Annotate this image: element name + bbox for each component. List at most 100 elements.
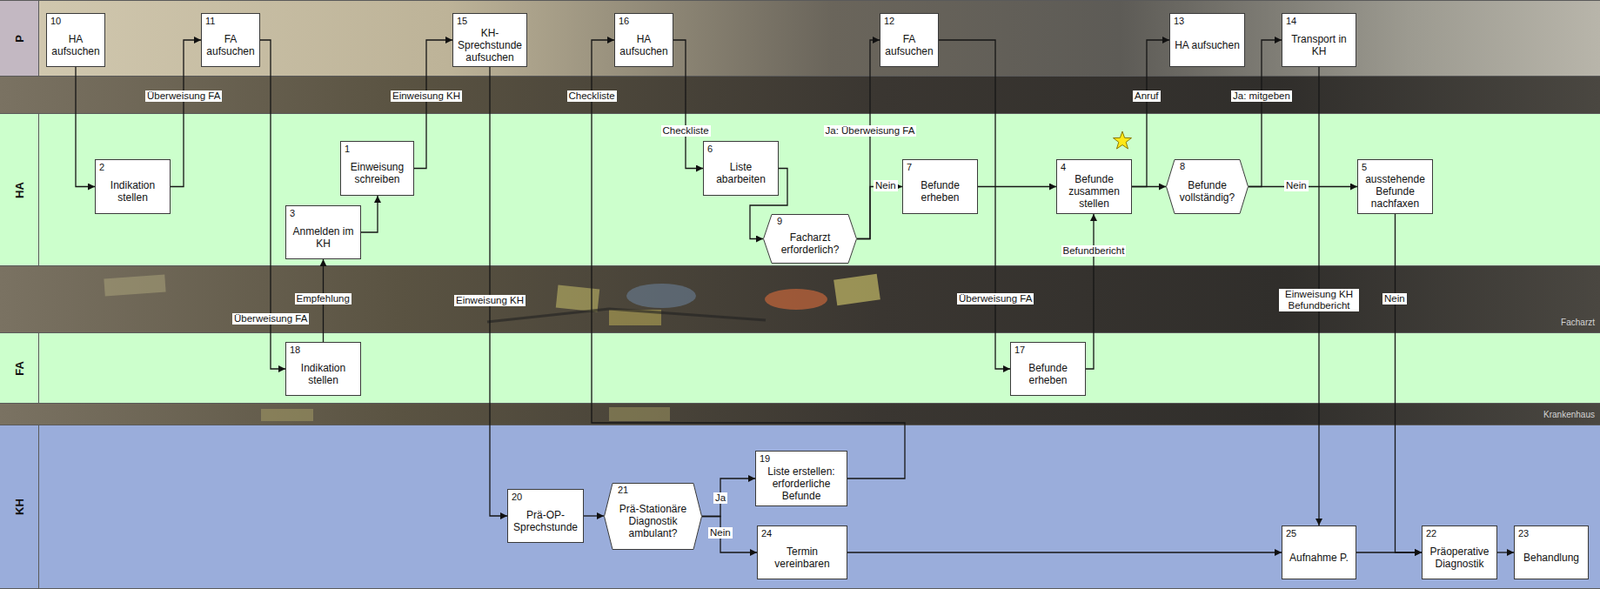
connector	[583, 515, 604, 516]
step-text: FA aufsuchen	[205, 33, 256, 58]
decision-hexagon: 9Facharzt erforderlich?	[763, 214, 857, 264]
process-box: 23Behandlung	[1513, 525, 1589, 580]
step-number: 2	[99, 161, 167, 173]
step-text: HA aufsuchen	[618, 33, 670, 58]
edge-label-holder: Ja	[713, 492, 728, 504]
step-text: ausstehende Befunde nachfaxen	[1361, 173, 1429, 210]
edge-label-holder: Ja: Überweisung FA	[823, 125, 918, 137]
process-box: 16 HA aufsuchen	[614, 13, 674, 67]
step-text: Termin vereinbaren	[761, 545, 844, 570]
swimlane: HA2Indikation stellen1Einweisung schreib…	[0, 113, 1600, 267]
step-number: 15	[456, 15, 523, 27]
edge-label: Überweisung FA	[145, 90, 222, 102]
connector	[977, 186, 1057, 188]
step-text: KH-Sprechstunde aufsuchen	[456, 26, 523, 64]
step-text: Indikation stellen	[289, 361, 357, 387]
edge-label-holder: Empfehlung	[294, 293, 352, 305]
step-number: 18	[289, 344, 357, 355]
step-text: Einweisung schreiben	[344, 160, 410, 186]
edge-label: Einweisung KH Befundbericht	[1278, 288, 1359, 312]
step-text: Befunde erheben	[1014, 361, 1082, 387]
step-text: Anmelden im KH	[289, 225, 357, 250]
process-box: 14Transport in KH	[1281, 13, 1357, 67]
step-text: Liste abarbeiten	[707, 160, 775, 186]
step-number: 16	[618, 15, 670, 27]
connector	[1497, 551, 1514, 553]
edge-label: Checkliste	[661, 125, 711, 137]
edge-label-holder: Überweisung FA	[232, 313, 309, 325]
sticky-note	[764, 288, 828, 310]
step-text: HA aufsuchen	[50, 33, 101, 58]
process-box: 10HA aufsuchen	[46, 13, 106, 67]
lane-header: HA	[0, 113, 40, 266]
step-number: 1	[344, 143, 410, 154]
step-number: 11	[205, 15, 256, 27]
lane-title: FA	[13, 361, 27, 376]
step-number: 19	[759, 453, 844, 464]
edge-label-holder: Einweisung KH Befundbericht	[1278, 288, 1359, 312]
edge-label: Befundbericht	[1061, 245, 1127, 257]
edge-label: Nein	[873, 180, 898, 192]
lane-header: FA	[0, 333, 40, 403]
edge-label: Empfehlung	[294, 293, 352, 305]
process-box: 25Aufnahme P.	[1281, 525, 1357, 580]
step-number: 5	[1361, 161, 1429, 173]
process-box: 15KH-Sprechstunde aufsuchen	[452, 13, 528, 67]
step-number: 25	[1285, 528, 1353, 539]
step-text: Präoperative Diagnostik	[1425, 545, 1493, 570]
hexagon-shape	[763, 214, 857, 264]
step-number: 24	[761, 528, 844, 539]
step-text: HA aufsuchen	[1173, 39, 1241, 52]
process-box: 12FA aufsuchen	[879, 13, 939, 67]
lane-header: P	[0, 0, 40, 76]
edge-label: Einweisung KH	[454, 294, 526, 307]
photo-label-holder: Krankenhaus	[1543, 409, 1595, 421]
edge-label-holder: Einweisung KH	[390, 90, 462, 102]
edge-label-holder: Nein	[708, 527, 733, 539]
edge-label: Überweisung FA	[957, 293, 1034, 305]
edge-label: Nein	[708, 527, 733, 539]
process-box: 20Prä-OP-Sprechstunde	[507, 488, 584, 543]
lane-title: HA	[13, 181, 27, 199]
process-box: 17Befunde erheben	[1010, 341, 1086, 396]
step-number: 17	[1014, 344, 1082, 355]
step-number: 9	[773, 215, 847, 227]
edge-label-holder: Befundbericht	[1061, 245, 1127, 257]
process-box: 18Indikation stellen	[285, 341, 362, 396]
hexagon-shape	[1166, 160, 1249, 215]
edge-label-holder: Nein	[1382, 293, 1407, 305]
edge-label: Checkliste	[567, 90, 617, 102]
sticky-note	[103, 274, 166, 297]
step-number: 3	[289, 207, 357, 219]
swimlane: FA 18Indikation stellen 17Befunde erheben	[0, 332, 1600, 404]
edge-label: Einweisung KH	[390, 90, 462, 102]
sticky-note	[261, 408, 314, 422]
lane-title: KH	[13, 498, 27, 516]
process-box: 7Befunde erheben	[902, 159, 978, 215]
photo-label: Facharzt	[1560, 317, 1595, 329]
decision-hexagon: 21Prä-Stationäre Diagnostik ambulant?	[603, 482, 703, 550]
step-number: 4	[1060, 161, 1128, 173]
swimlane: P10HA aufsuchen 11 FA aufsuchen 15KH-Sprech…	[0, 0, 1600, 77]
edge-label-holder: Einweisung KH	[454, 294, 526, 307]
edge-label: Anruf	[1132, 90, 1161, 102]
process-box: 24Termin vereinbaren	[756, 525, 848, 580]
step-number: 13	[1173, 15, 1241, 27]
edge-label-holder: Ja: mitgeben	[1231, 90, 1293, 102]
photo-line	[487, 308, 766, 322]
step-number: 8	[1176, 160, 1239, 172]
process-box: 13 HA aufsuchen	[1169, 13, 1246, 67]
edge-label-holder: Überweisung FA	[145, 90, 222, 102]
edge-label-holder: Nein	[873, 180, 898, 192]
process-box: 19Liste erstellen: erforderliche Befunde	[755, 450, 848, 507]
step-number: 6	[707, 143, 775, 154]
step-text: Prä-Stationäre Diagnostik ambulant?	[614, 502, 692, 540]
process-box: 22Präoperative Diagnostik	[1421, 525, 1498, 580]
step-text: Liste erstellen: erforderliche Befunde	[759, 465, 844, 503]
lane-header: KH	[0, 425, 40, 589]
sticky-note	[626, 283, 697, 308]
edge-label: Nein	[1382, 293, 1407, 305]
photo-label-holder: Facharzt	[1560, 317, 1595, 329]
step-number: 20	[511, 491, 580, 503]
edge-label: Ja	[713, 492, 728, 504]
